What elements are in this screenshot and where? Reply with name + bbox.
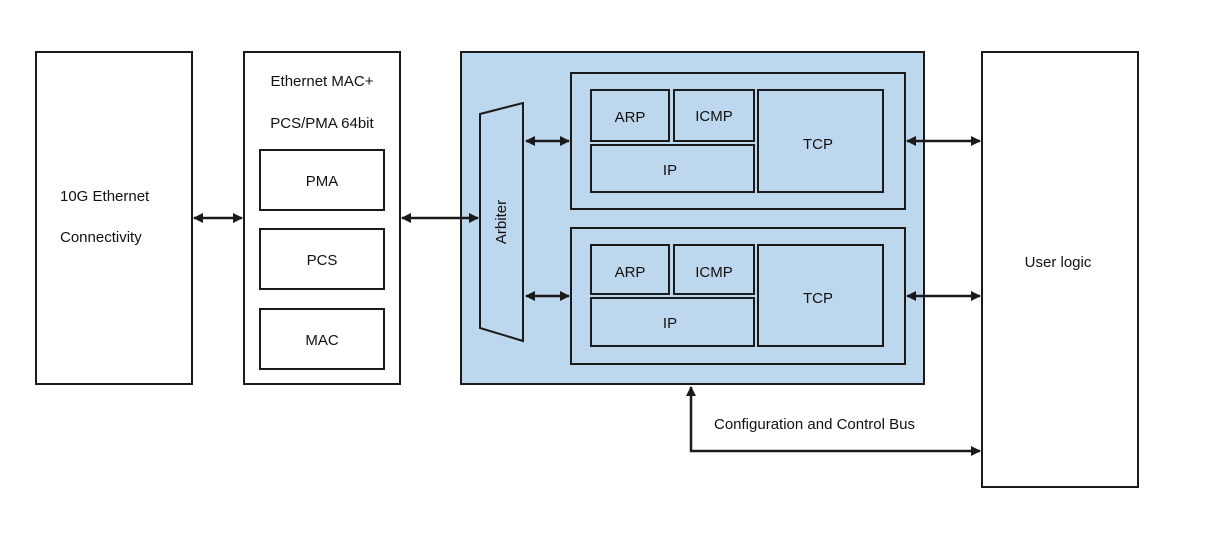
stack-top-arp-label: ARP xyxy=(615,109,646,126)
stack-bottom-arp-box xyxy=(590,244,670,295)
stack-top-ip-box xyxy=(590,144,755,193)
ethernet-connectivity-label-line2: Connectivity xyxy=(60,229,142,246)
stack-bottom-ip-box xyxy=(590,297,755,347)
arbiter-shape xyxy=(479,101,524,343)
user-logic-block: User logic xyxy=(981,51,1139,488)
stack-top-icmp-label: ICMP xyxy=(695,108,733,125)
stack-bottom-tcp-box xyxy=(757,244,884,347)
stack-top-tcp-label: TCP xyxy=(803,136,833,153)
user-logic-label: User logic xyxy=(1025,254,1092,271)
arrow-control-bus xyxy=(686,386,981,456)
user-logic-box xyxy=(981,51,1139,488)
stack-top-arp-box xyxy=(590,89,670,142)
pcs-box xyxy=(259,228,385,290)
mac-box xyxy=(259,308,385,370)
stack-bottom-arp-label: ARP xyxy=(615,264,646,281)
stack-top-ip-label: IP xyxy=(663,162,677,179)
connectors xyxy=(193,136,981,456)
pma-label: PMA xyxy=(306,173,339,190)
mac-label: MAC xyxy=(305,332,339,349)
pcs-label: PCS xyxy=(307,252,338,269)
arbiter-label: Arbiter xyxy=(493,200,510,244)
stack-top-tcp-box xyxy=(757,89,884,193)
mac-pcs-pma-title-line1: Ethernet MAC+ xyxy=(271,73,374,90)
stack-bottom-icmp-label: ICMP xyxy=(695,264,733,281)
ethernet-connectivity-block: 10G Ethernet Connectivity xyxy=(35,51,193,385)
pma-box xyxy=(259,149,385,211)
stack-bottom-tcp-label: TCP xyxy=(803,290,833,307)
offload-engine-block: Arbiter ARP ICMP IP TCP ARP ICMP IP TCP xyxy=(460,51,925,385)
stack-top: ARP ICMP IP TCP xyxy=(570,72,906,210)
stack-bottom-icmp-box xyxy=(673,244,755,295)
stack-top-icmp-box xyxy=(673,89,755,142)
ethernet-connectivity-label-line1: 10G Ethernet xyxy=(60,188,150,205)
control-bus-label: Configuration and Control Bus xyxy=(714,416,915,433)
ethernet-connectivity-box xyxy=(35,51,193,385)
stack-bottom-ip-label: IP xyxy=(663,315,677,332)
mac-pcs-pma-title-line2: PCS/PMA 64bit xyxy=(270,115,374,132)
stack-bottom: ARP ICMP IP TCP xyxy=(570,227,906,365)
mac-pcs-pma-block: Ethernet MAC+ PCS/PMA 64bit PMA PCS MAC xyxy=(243,51,401,385)
